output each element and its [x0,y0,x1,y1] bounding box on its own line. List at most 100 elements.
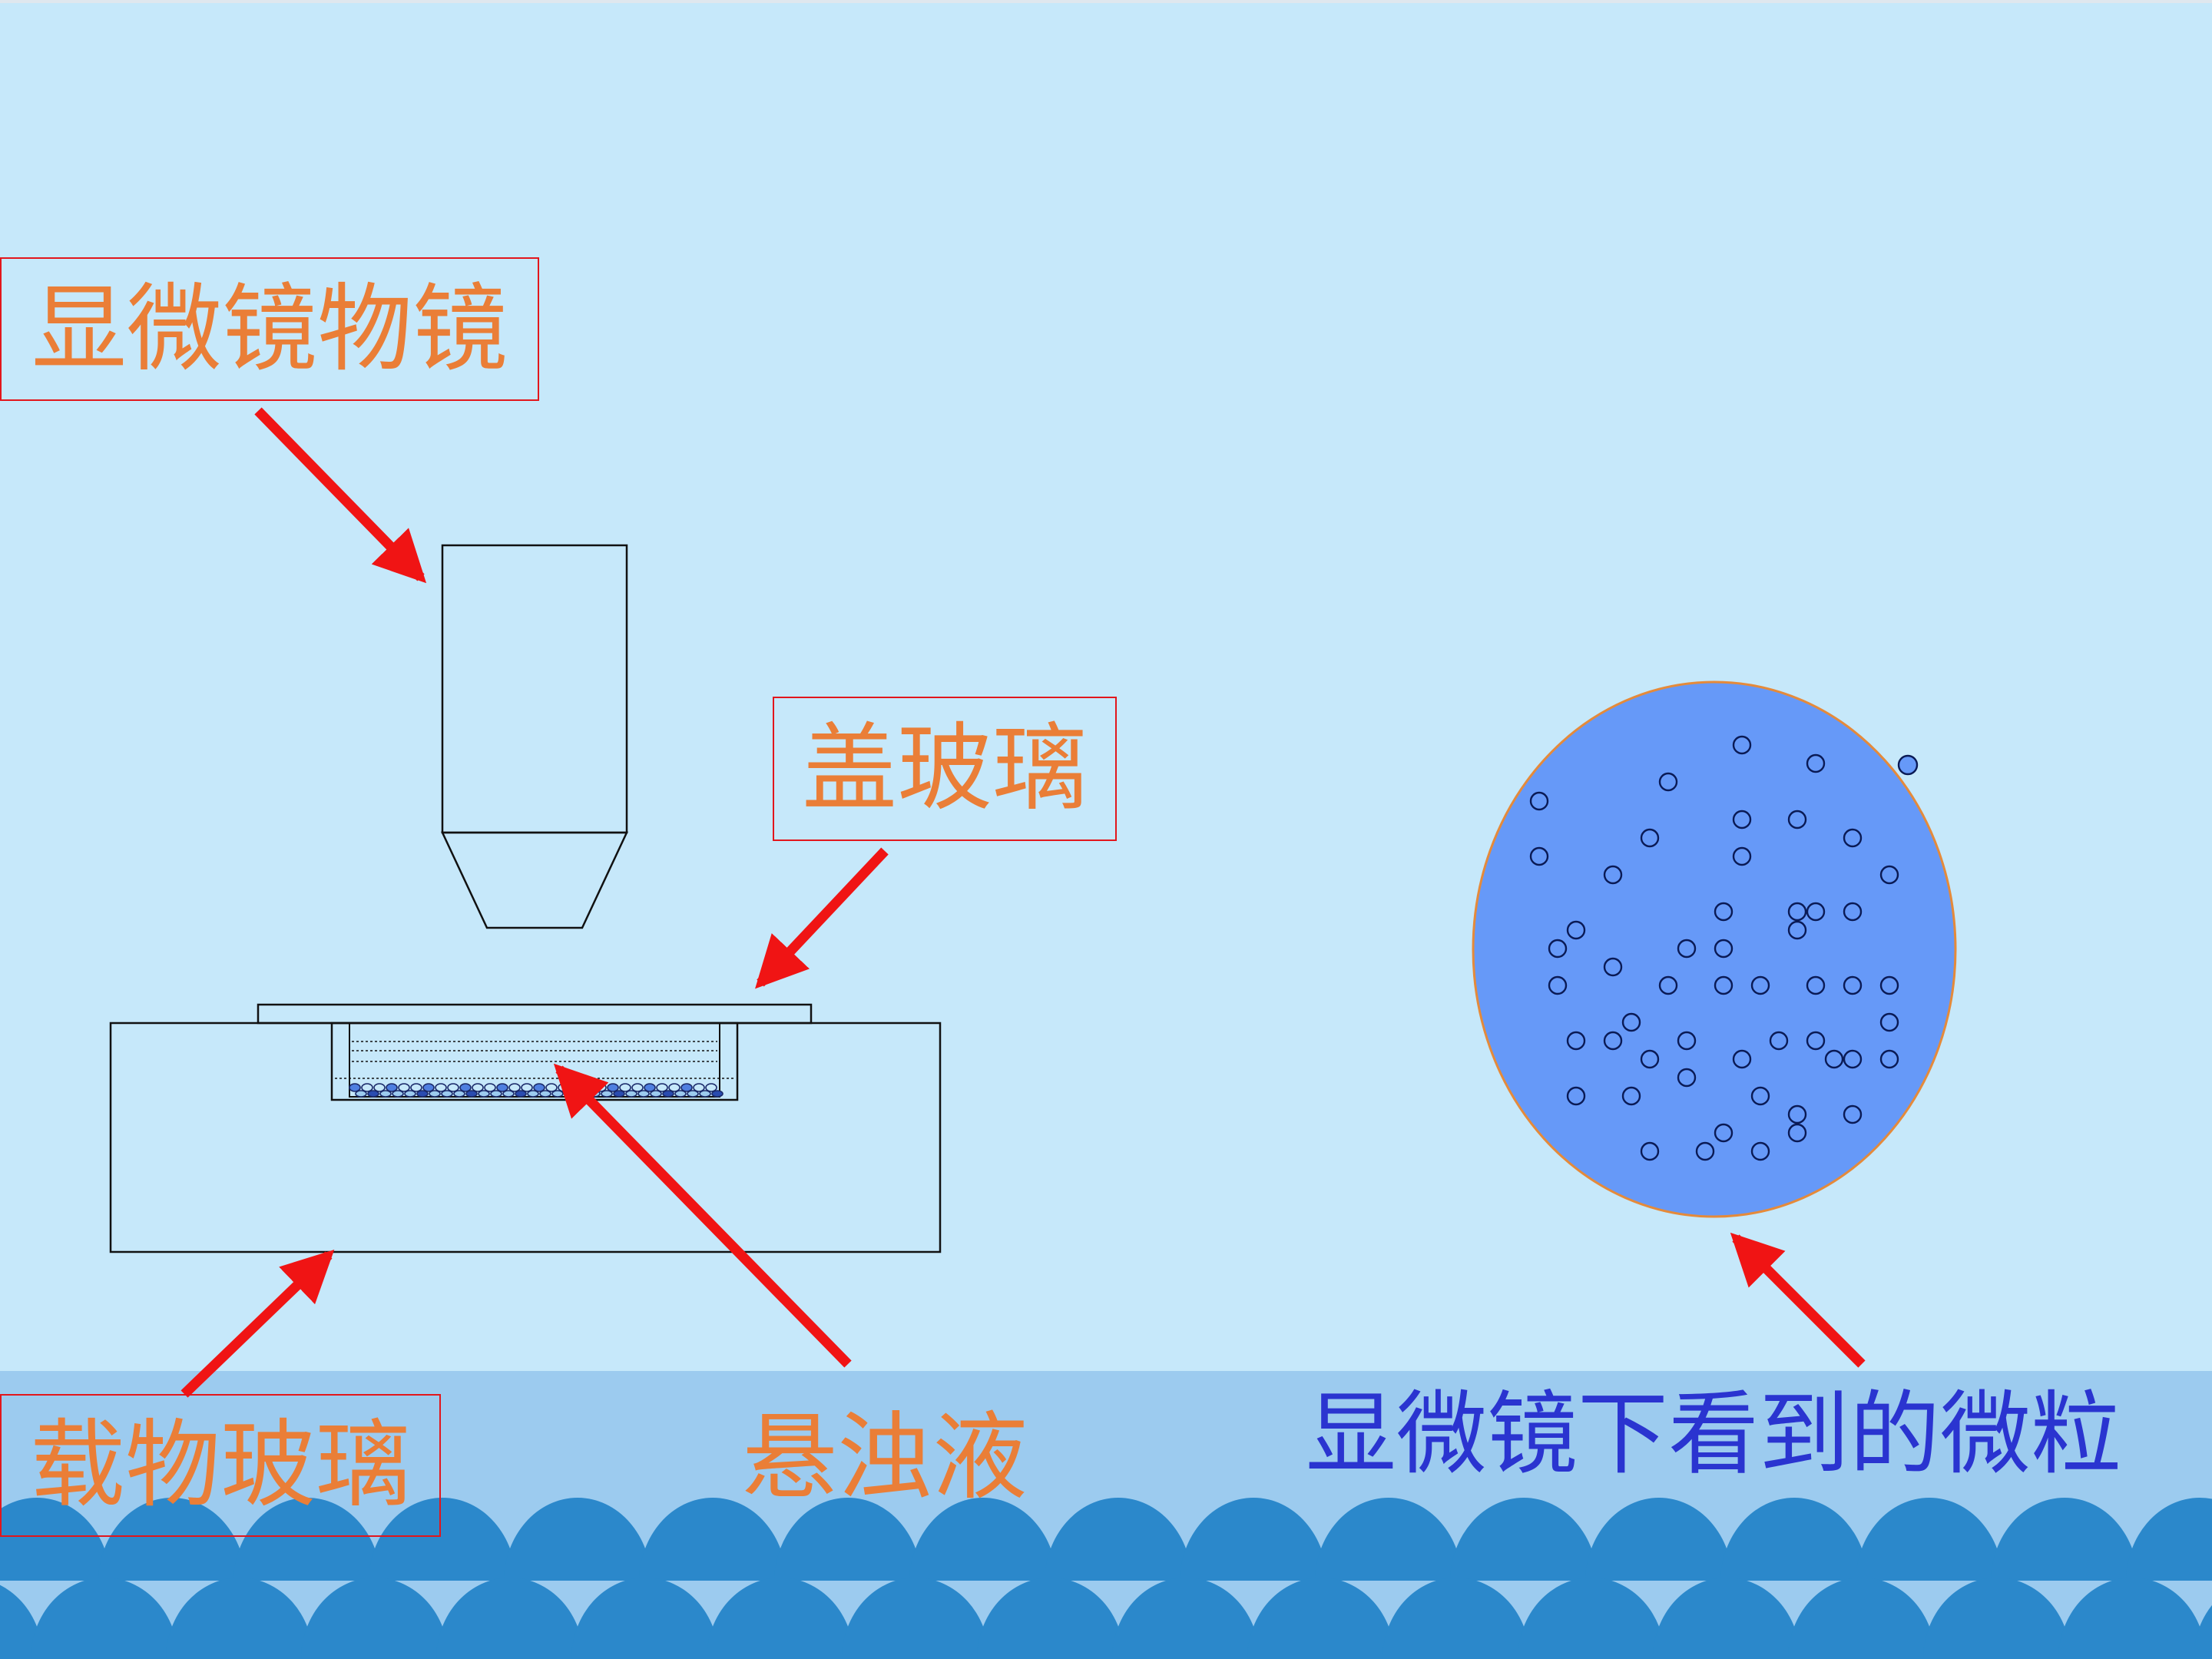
arrow-to-slide [180,1249,335,1398]
sediment-particle [459,1083,472,1092]
particle [1879,1049,1899,1069]
sediment-particle [422,1083,435,1092]
particle [1677,1068,1697,1088]
sediment-particle [705,1083,717,1092]
sediment-particle [607,1083,619,1092]
sediment-particle [680,1083,693,1092]
particle [1769,1031,1789,1051]
particle [1843,902,1863,922]
scallop-front [842,1578,989,1659]
scallop-back [909,1498,1057,1582]
microscope-objective [441,544,628,929]
scallop-front [301,1578,449,1659]
scallop-back [774,1498,922,1582]
objective-barrel [441,544,628,834]
sediment-particle [687,1090,699,1098]
particle [1787,1123,1807,1143]
particle [1603,865,1623,885]
sediment-particle [429,1090,441,1098]
scallop-front [2194,1604,2212,1659]
scallop-back [1585,1498,1733,1582]
scallop-front [1112,1578,1260,1659]
particle [1714,975,1734,995]
particle [1695,1141,1715,1161]
sediment-particle [398,1083,410,1092]
suspension-label: 悬浊液 [742,1402,1028,1513]
particle [1732,810,1752,830]
sediment-particle [367,1090,379,1098]
arrow-to-suspension [553,1063,852,1368]
scallop-back [1180,1498,1327,1582]
bottom-decorative-band [0,1371,2212,1659]
sediment-particle [631,1083,644,1092]
scallop-front [977,1578,1124,1659]
sediment-particle [558,1083,570,1092]
scallop-front [0,1584,43,1659]
sediment-particle [533,1083,545,1092]
sediment-particle [496,1083,508,1092]
scallop-back [1856,1498,2003,1582]
sediment-particle [644,1083,656,1092]
sediment-particle [373,1083,386,1092]
arrow-to-objective [254,407,427,584]
sediment-particle [539,1090,551,1098]
sediment-particle [527,1090,539,1098]
scallop-front [2058,1578,2206,1659]
sediment-particle [441,1090,453,1098]
particle [1677,1031,1697,1051]
sediment-particle [625,1090,637,1098]
particle [1843,1049,1863,1069]
slide-label: 载物玻璃 [29,1410,411,1521]
sediment-particle [435,1083,447,1092]
particle [1879,975,1899,995]
sediment-particle [453,1090,465,1098]
scallop-back [369,1498,516,1582]
arrow-to-cover-glass [755,847,889,989]
particle [1732,1049,1752,1069]
particle [1732,846,1752,866]
particle [1750,975,1770,995]
particle [1621,1086,1641,1106]
stray-particle [1897,754,1919,776]
scallop-front [166,1578,313,1659]
particle [1658,975,1678,995]
sediment-particle [447,1083,459,1092]
particle [1566,920,1586,940]
sediment-particle [594,1083,607,1092]
particle [1566,1086,1586,1106]
sediment-particle [472,1083,484,1092]
sediment-particle [478,1090,490,1098]
scallop-front [436,1578,584,1659]
particle [1879,865,1899,885]
sediment-particle [674,1090,687,1098]
particle [1640,828,1660,848]
scallop-front [1247,1578,1395,1659]
sediment-particle [545,1083,558,1092]
scallop-back [1450,1498,1598,1582]
scallop-front [1923,1578,2071,1659]
view-particles [1529,735,1899,1161]
particle [1640,1141,1660,1161]
top-edge-line [0,0,2212,3]
particle [1787,920,1807,940]
slide-label-box: 载物玻璃 [0,1394,441,1537]
sediment-particle [465,1090,478,1098]
sediment-particle [699,1090,711,1098]
sediment-particle [502,1090,515,1098]
particle [1806,753,1826,773]
sediment-particle [693,1083,705,1092]
cover-glass-label-box: 盖玻璃 [773,697,1117,841]
sediment-particle [508,1083,521,1092]
sediment-particle [349,1083,361,1092]
sediment-particle [662,1090,674,1098]
particle [1603,957,1623,977]
objective-label-box: 显微镜物镜 [0,257,539,401]
scallop-front [571,1578,719,1659]
scallop-row-back [0,1498,2212,1587]
particle [1658,772,1678,792]
particle [1677,939,1697,959]
sediment-particle [668,1083,680,1092]
particle [1714,1123,1734,1143]
